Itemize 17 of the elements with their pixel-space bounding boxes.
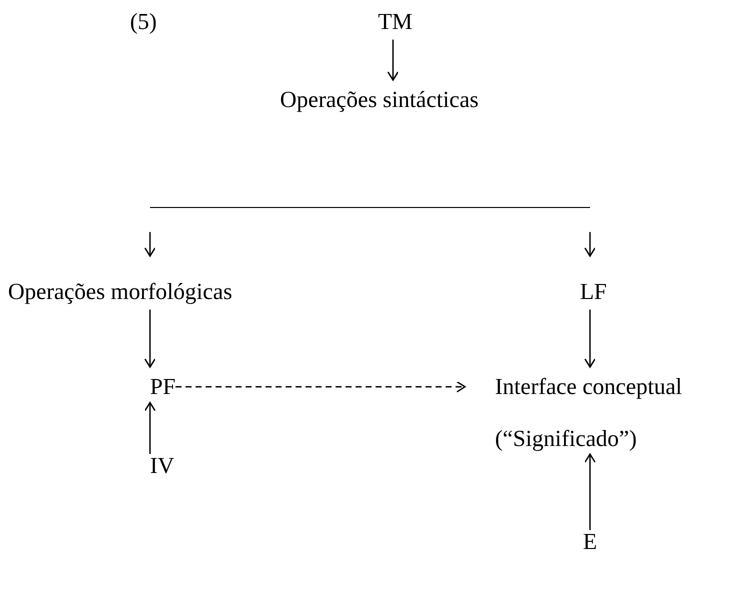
node-label: LF	[580, 278, 607, 306]
node-label: E	[583, 528, 598, 556]
arrow	[144, 310, 156, 368]
node-label: Interface conceptual	[495, 373, 682, 401]
horizontal-line	[150, 207, 590, 208]
node-label: IV	[150, 452, 174, 480]
arrow	[584, 454, 596, 530]
node-label: TM	[378, 8, 412, 36]
arrow	[176, 381, 466, 392]
node-label: Operações morfológicas	[8, 278, 232, 306]
node-label: Operações sintácticas	[280, 86, 479, 114]
arrow	[144, 402, 156, 454]
arrow	[584, 310, 596, 368]
node-label: (“Significado”)	[495, 424, 638, 452]
arrow	[387, 40, 399, 81]
node-label: PF	[150, 373, 176, 401]
example-number: (5)	[130, 8, 157, 36]
